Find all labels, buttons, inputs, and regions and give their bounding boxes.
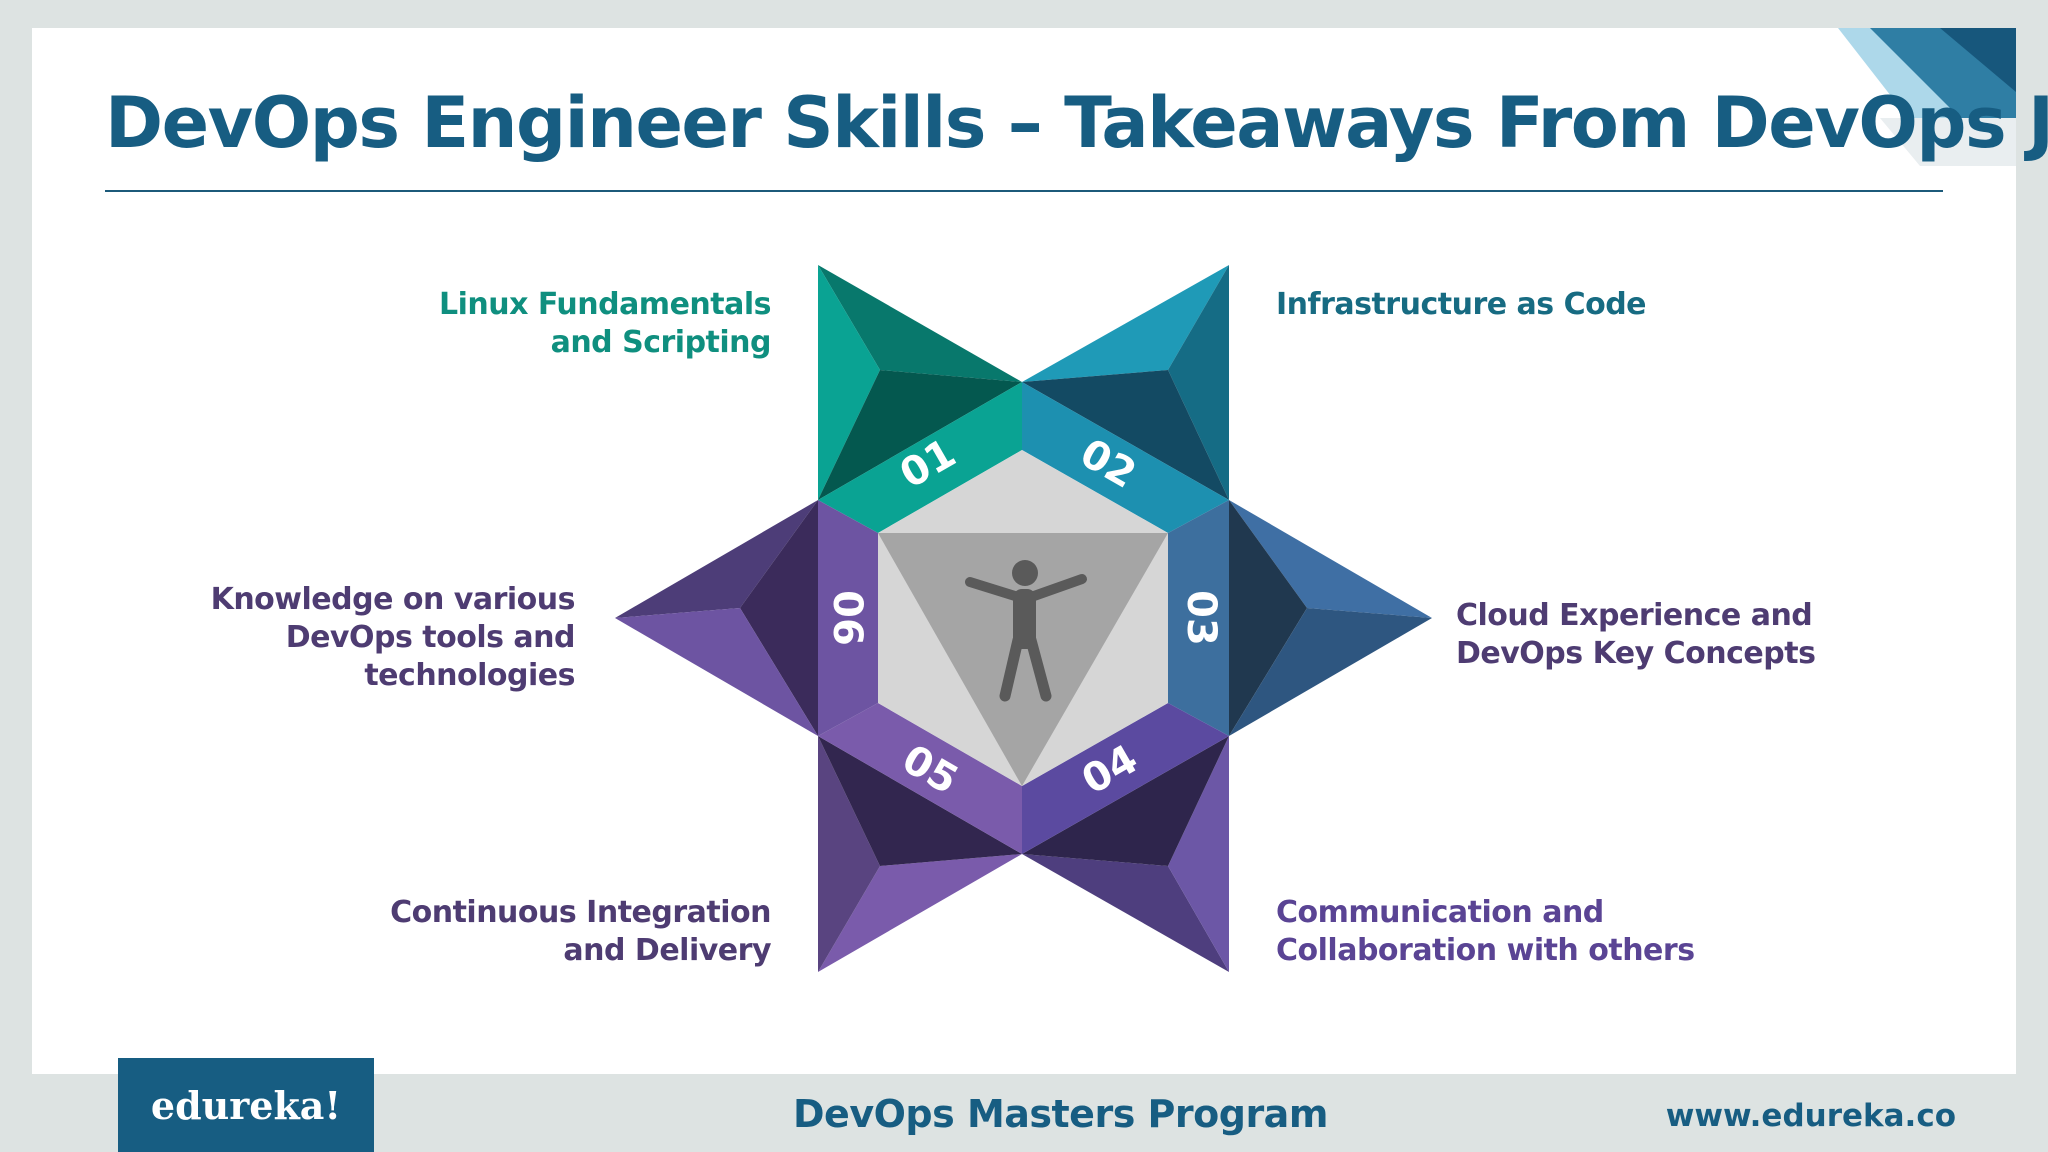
brand-name: edureka! <box>150 1082 342 1128</box>
brand-logo: edureka! <box>118 1058 374 1152</box>
skill-label-04: Communication and Collaboration with oth… <box>1276 894 1695 970</box>
skill-label-03-line1: Cloud Experience and <box>1456 598 1813 633</box>
skill-label-03: Cloud Experience and DevOps Key Concepts <box>1456 597 1816 673</box>
star-point-06 <box>615 500 818 736</box>
star-point-01 <box>818 265 1022 500</box>
ring-segment-03 <box>1168 500 1229 736</box>
star-point-02 <box>1022 265 1229 500</box>
skill-label-01: Linux Fundamentals and Scripting <box>438 286 772 362</box>
skill-number-06: 06 <box>824 590 870 646</box>
skill-label-05: Continuous Integration and Delivery <box>390 894 771 970</box>
ring-segment-06 <box>818 500 878 736</box>
skill-label-02-line1: Infrastructure as Code <box>1276 287 1647 322</box>
skill-label-06-line3: technologies <box>364 658 575 693</box>
skill-label-06-line2: DevOps tools and <box>285 620 576 655</box>
page-title: DevOps Engineer Skills – Takeaways From … <box>105 82 2048 164</box>
star-point-03 <box>1229 500 1432 736</box>
ring-segment-04 <box>1022 703 1229 854</box>
program-name: DevOps Masters Program <box>793 1092 1328 1136</box>
ring-segment-02 <box>1022 382 1229 533</box>
title-divider <box>105 190 1943 192</box>
star-point-05 <box>818 736 1022 972</box>
star-point-04 <box>1022 736 1229 972</box>
person-icon <box>965 560 1087 702</box>
ring-segment-05 <box>818 703 1022 854</box>
website-link[interactable]: www.edureka.co <box>1665 1098 1956 1134</box>
skill-label-06: Knowledge on various DevOps tools and te… <box>210 581 576 695</box>
skill-label-03-line2: DevOps Key Concepts <box>1456 636 1816 671</box>
skill-label-06-line1: Knowledge on various <box>210 582 576 617</box>
center-triangle <box>878 533 1168 786</box>
skill-label-05-line2: and Delivery <box>563 933 771 968</box>
skill-label-04-line1: Communication and <box>1276 895 1604 930</box>
skill-number-03: 03 <box>1178 590 1224 646</box>
skill-label-01-line2: and Scripting <box>550 325 772 360</box>
skill-label-02: Infrastructure as Code <box>1276 286 1647 324</box>
skill-label-01-line1: Linux Fundamentals <box>438 287 772 322</box>
ring-segment-01 <box>818 382 1022 533</box>
skill-label-04-line2: Collaboration with others <box>1276 933 1695 968</box>
skill-label-05-line1: Continuous Integration <box>390 895 771 930</box>
